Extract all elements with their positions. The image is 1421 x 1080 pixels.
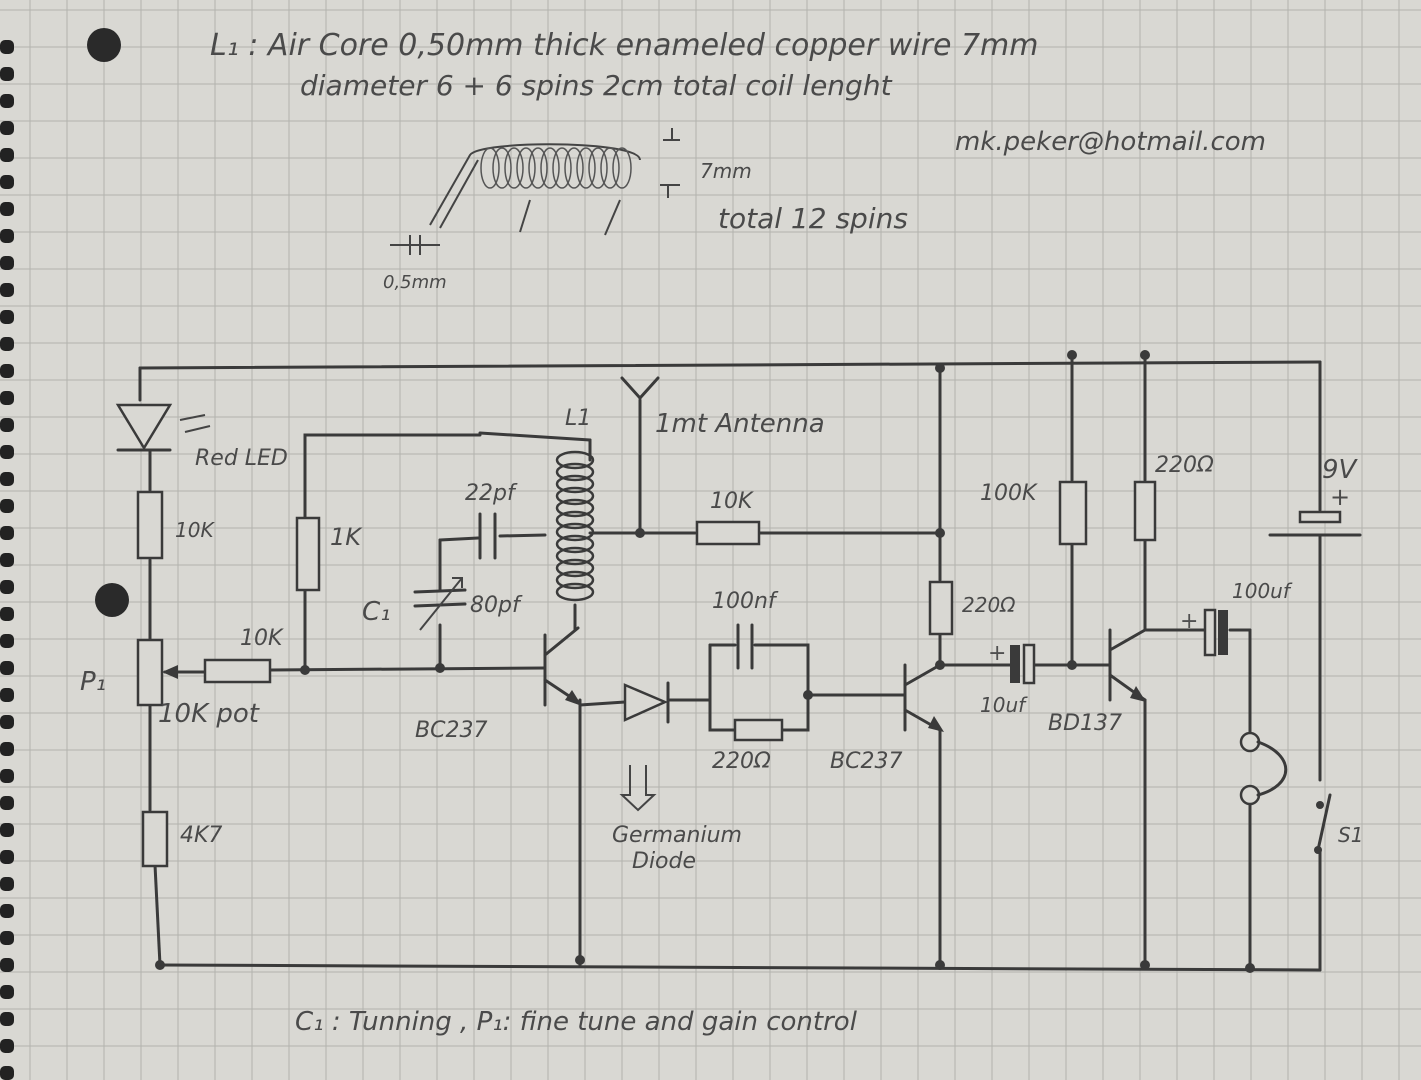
germanium-diode xyxy=(619,681,670,812)
resistor-220-mid-label: 220Ω xyxy=(962,593,1016,617)
diode-label-2: Diode xyxy=(632,849,696,874)
coil-sketch xyxy=(390,128,680,255)
resistor-100k xyxy=(1058,480,1088,546)
punch-hole-top xyxy=(87,28,121,62)
author-email: mk.peker@hotmail.com xyxy=(955,127,1266,157)
resistor-220-top-label: 220Ω xyxy=(1155,453,1214,478)
q2-label: BC237 xyxy=(830,749,902,774)
resistor-10k-left-label: 10K xyxy=(175,518,215,542)
pot-label: P₁ xyxy=(80,667,106,697)
transistor-q1 xyxy=(543,626,582,707)
coil-spec-line-2: diameter 6 + 6 spins 2cm total coil leng… xyxy=(300,69,893,102)
capacitor-22pf xyxy=(478,512,497,560)
resistor-220-diode xyxy=(733,718,784,742)
potentiometer-p1 xyxy=(136,638,178,707)
svg-text:+: + xyxy=(988,641,1006,666)
wiring xyxy=(138,353,1322,972)
junctions xyxy=(155,350,1255,973)
ground-rail xyxy=(158,963,1322,972)
diode-label-1: Germanium xyxy=(612,823,742,848)
earphone-jack xyxy=(1239,731,1288,806)
wire-thickness-label: 0,5mm xyxy=(383,272,447,293)
resistor-10k-left xyxy=(136,490,164,560)
resistor-10k-pot-series xyxy=(203,658,272,684)
led-label: Red LED xyxy=(195,446,288,471)
resistor-220-top xyxy=(1133,480,1157,542)
transistor-q2 xyxy=(903,663,944,732)
resistor-10k-mid-label: 10K xyxy=(710,489,754,514)
battery-plus: + xyxy=(1330,483,1350,511)
positive-rail xyxy=(138,360,1322,370)
footer-note: C₁ : Tunning , P₁: fine tune and gain co… xyxy=(295,1007,858,1037)
resistor-100k-label: 100K xyxy=(980,481,1038,506)
resistor-4k7-label: 4K7 xyxy=(180,823,222,848)
c100nf-label: 100nf xyxy=(712,589,779,614)
c22pf-label: 22pf xyxy=(465,481,518,506)
resistor-220-diode-label: 220Ω xyxy=(712,749,771,774)
spiral-binding xyxy=(0,40,14,1080)
resistor-4k7 xyxy=(141,810,169,868)
c100uf-label: 100uf xyxy=(1232,579,1293,603)
q3-label: BD137 xyxy=(1048,711,1122,736)
switch-s1 xyxy=(1314,793,1332,854)
resistor-220-mid xyxy=(928,580,954,636)
coil-l1 xyxy=(555,450,595,602)
c1-value: 80pf xyxy=(470,593,523,618)
coil-diameter-label: 7mm xyxy=(700,159,752,183)
pot-value: 10K pot xyxy=(158,699,260,729)
resistor-10k-pot-series-label: 10K xyxy=(240,626,284,651)
q1-label: BC237 xyxy=(415,718,487,743)
coil-spec-line-1: L₁ : Air Core 0,50mm thick enameled copp… xyxy=(210,28,1038,63)
battery-label: 9V xyxy=(1322,455,1359,485)
c10uf-label: 10uf xyxy=(980,693,1028,717)
switch-label: S1 xyxy=(1338,823,1363,847)
l1-label: L1 xyxy=(565,406,591,431)
antenna xyxy=(620,376,660,400)
antenna-label: 1mt Antenna xyxy=(655,409,825,439)
coil-spins-label: total 12 spins xyxy=(718,202,908,235)
svg-text:+: + xyxy=(1180,609,1198,634)
capacitor-100nf xyxy=(736,623,754,670)
c1-label: C₁ xyxy=(362,597,391,627)
resistor-1k xyxy=(295,516,321,592)
capacitor-10uf: + xyxy=(988,641,1036,685)
capacitor-100uf: + xyxy=(1180,608,1228,657)
resistor-1k-label: 1K xyxy=(330,523,363,551)
transistor-q3 xyxy=(1108,628,1147,702)
resistor-10k-mid xyxy=(695,520,761,546)
battery-9v xyxy=(1268,510,1362,537)
punch-hole-middle xyxy=(95,583,129,617)
variable-capacitor-c1 xyxy=(413,577,467,631)
red-led xyxy=(115,403,211,452)
